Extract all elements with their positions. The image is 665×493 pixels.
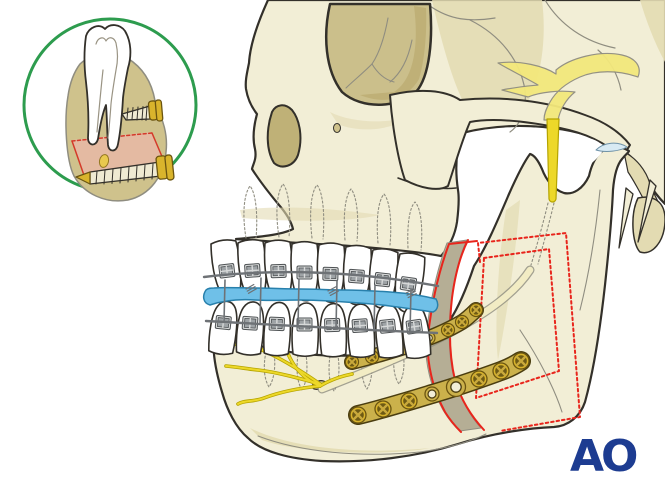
occlusal-splint [202, 286, 439, 313]
tmj-disc [595, 142, 628, 152]
zygomatic-arch [389, 89, 631, 190]
upper-archwire [202, 270, 440, 288]
tooth-inset [22, 17, 198, 202]
lower-teeth [207, 300, 432, 360]
mandibular-nerve [546, 118, 560, 203]
lower-archwire [204, 319, 439, 335]
orbit [325, 2, 433, 106]
fracture-line-anterior [426, 240, 478, 433]
nerve-path-dotted [530, 202, 555, 266]
inset-lower-screw [75, 154, 175, 185]
styloid-process-2 [637, 179, 657, 243]
upper-tooth-root-outlines [243, 183, 423, 251]
archwires-and-ties [202, 270, 440, 335]
styloid-process [618, 187, 634, 249]
infratemporal-gap [550, 137, 605, 174]
cervical-vertebra [632, 196, 665, 254]
empty-plate-hole [424, 386, 440, 402]
trigeminal-nerve [497, 52, 640, 121]
nasal-aperture [266, 104, 302, 168]
inset-tooth [83, 24, 132, 152]
inset-upper-screw [121, 99, 164, 122]
inferior-border-plate [348, 351, 531, 425]
wire-pigtails [245, 283, 417, 299]
safe-zone-outline [475, 232, 581, 432]
empty-plate-hole [445, 376, 467, 398]
plate-screws-lower [349, 352, 530, 424]
inset-tooth-pulp [95, 37, 119, 139]
occipital-shading [640, 0, 665, 62]
fracture-line-posterior [449, 239, 485, 431]
orbital-fissures [345, 17, 413, 89]
ao-logo: AO [570, 431, 637, 482]
infraorbital-foramen [333, 123, 341, 133]
skull-base-structures [618, 151, 665, 254]
inset-nerve-canal [98, 154, 110, 168]
